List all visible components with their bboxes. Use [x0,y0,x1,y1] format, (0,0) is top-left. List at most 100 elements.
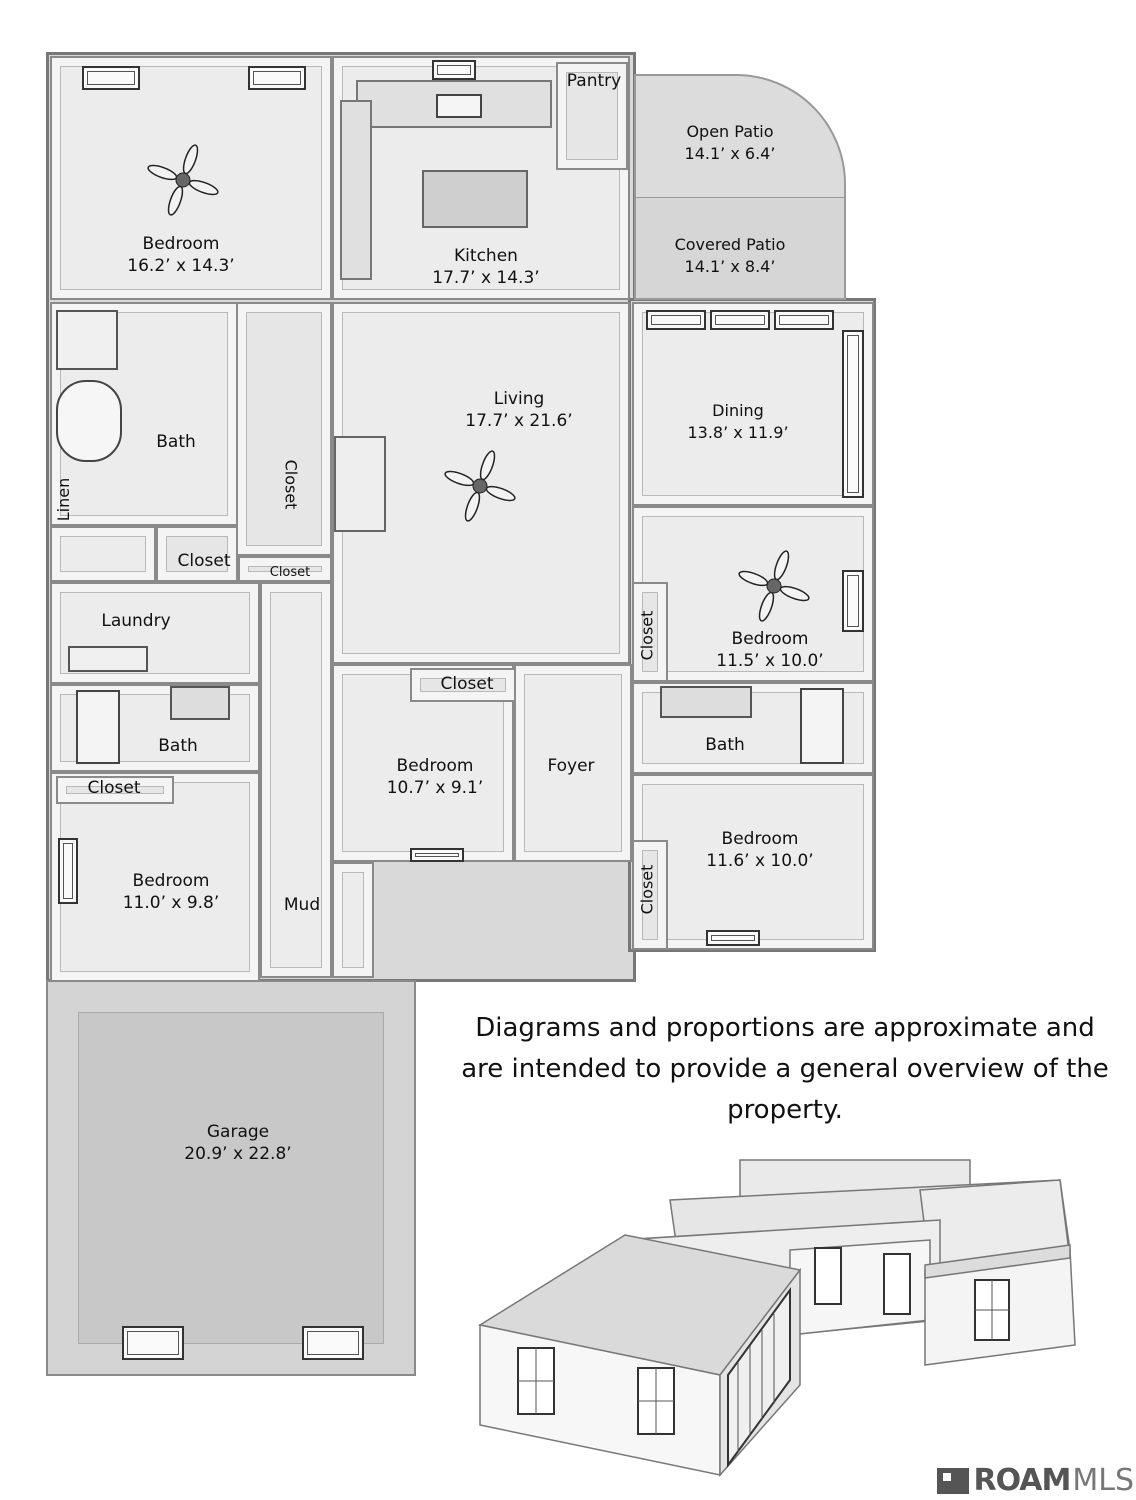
label-linen: Linen [54,477,74,522]
room-name: Bedroom [721,829,799,849]
room-dims: 11.6’ x 10.0’ [706,851,814,871]
shower-icon [56,310,118,370]
room-name: Closet [177,551,231,571]
room-bedroom-sw [50,772,260,982]
label-bath-master: Bath [156,431,196,453]
window-icon [122,1326,184,1360]
room-name: Bedroom [396,756,474,776]
label-open-patio: Open Patio 14.1’ x 6.4’ [685,121,776,165]
label-closet-small: Closet [270,562,311,584]
sink-icon [436,94,482,118]
room-dims: 20.9’ x 22.8’ [184,1144,292,1164]
label-closet-west: Closet [88,777,141,799]
vanity-east-icon [660,686,752,718]
room-mud-entry [332,862,374,978]
room-garage [46,980,416,1376]
room-foyer [514,664,632,862]
tub-east-icon [800,688,844,764]
window-icon [646,310,706,330]
kitchen-island [422,170,528,228]
room-hall [260,582,332,978]
room-name: Bedroom [142,234,220,254]
window-icon [710,310,770,330]
vanity-west-icon [170,686,230,720]
label-bath-east: Bath [705,734,745,756]
label-bath-west: Bath [158,735,198,757]
room-dims: 11.5’ x 10.0’ [716,651,824,671]
room-dims: 13.8’ x 11.9’ [687,423,789,442]
room-covered-patio [634,198,846,300]
label-mud: Mud [284,894,320,916]
tub-icon [56,380,122,462]
disclaimer-text: Diagrams and proportions are approximate… [461,1013,1109,1125]
room-dining [632,302,874,506]
room-name: Closet [440,674,494,694]
room-dims: 17.7’ x 14.3’ [432,268,540,288]
room-name: Kitchen [454,246,518,266]
room-dims: 14.1’ x 6.4’ [684,144,776,163]
window-icon [248,66,306,90]
room-name: Bath [158,736,198,756]
room-bedroom-nw [50,56,332,300]
label-covered-patio: Covered Patio 14.1’ x 8.4’ [675,234,786,278]
label-pantry: Pantry [567,70,621,92]
label-closet-master: Closet [178,550,231,572]
room-name: Pantry [566,71,622,91]
ceiling-fan-icon [444,450,516,522]
room-name: Foyer [547,756,595,776]
logo-roam-text: ROAM [973,1463,1071,1498]
room-dims: 14.1’ x 8.4’ [684,257,776,276]
room-dims: 17.7’ x 21.6’ [465,411,573,431]
label-closet-e1: Closet [637,610,657,661]
label-closet-e2: Closet [637,864,657,915]
window-icon [302,1326,364,1360]
logo-mls-text: MLS [1072,1463,1134,1498]
label-foyer: Foyer [547,755,594,777]
room-name: Bath [705,735,745,755]
logo-mark-icon [937,1467,970,1494]
room-bedroom-e2 [632,774,874,950]
room-closet-west [56,776,174,804]
ceiling-fan-icon [147,144,219,216]
room-wc [50,526,156,582]
room-dims: 16.2’ x 14.3’ [127,256,235,276]
roam-mls-logo: ROAM MLS [937,1463,1134,1498]
room-name: Covered Patio [674,235,786,254]
tub-west-icon [76,690,120,764]
room-name: Closet [87,778,141,798]
window-icon [774,310,834,330]
label-closet-walk: Closet [281,459,301,510]
room-name: Bedroom [132,871,210,891]
room-name: Mud [283,895,321,915]
label-closet-center: Closet [441,673,494,695]
window-icon [82,66,140,90]
window-icon [842,330,864,498]
room-name: Bath [156,432,196,452]
window-icon [410,848,464,862]
room-name: Living [493,389,545,409]
room-dims: 11.0’ x 9.8’ [122,893,220,913]
window-icon [58,838,78,904]
room-closet-master-walk [236,302,332,556]
window-icon [432,60,476,80]
window-icon [842,570,864,632]
room-closet-small [238,556,332,582]
room-name: Laundry [101,611,171,631]
room-name: Closet [269,565,311,580]
fireplace-icon [334,436,386,532]
isometric-rendering [478,1159,1076,1477]
room-name: Open Patio [686,122,774,141]
washer-dryer-icon [68,646,148,672]
room-closet-center [410,668,516,702]
kitchen-counter-side [340,100,372,280]
room-closet-master [156,526,238,582]
room-bedroom-e1 [632,506,874,682]
